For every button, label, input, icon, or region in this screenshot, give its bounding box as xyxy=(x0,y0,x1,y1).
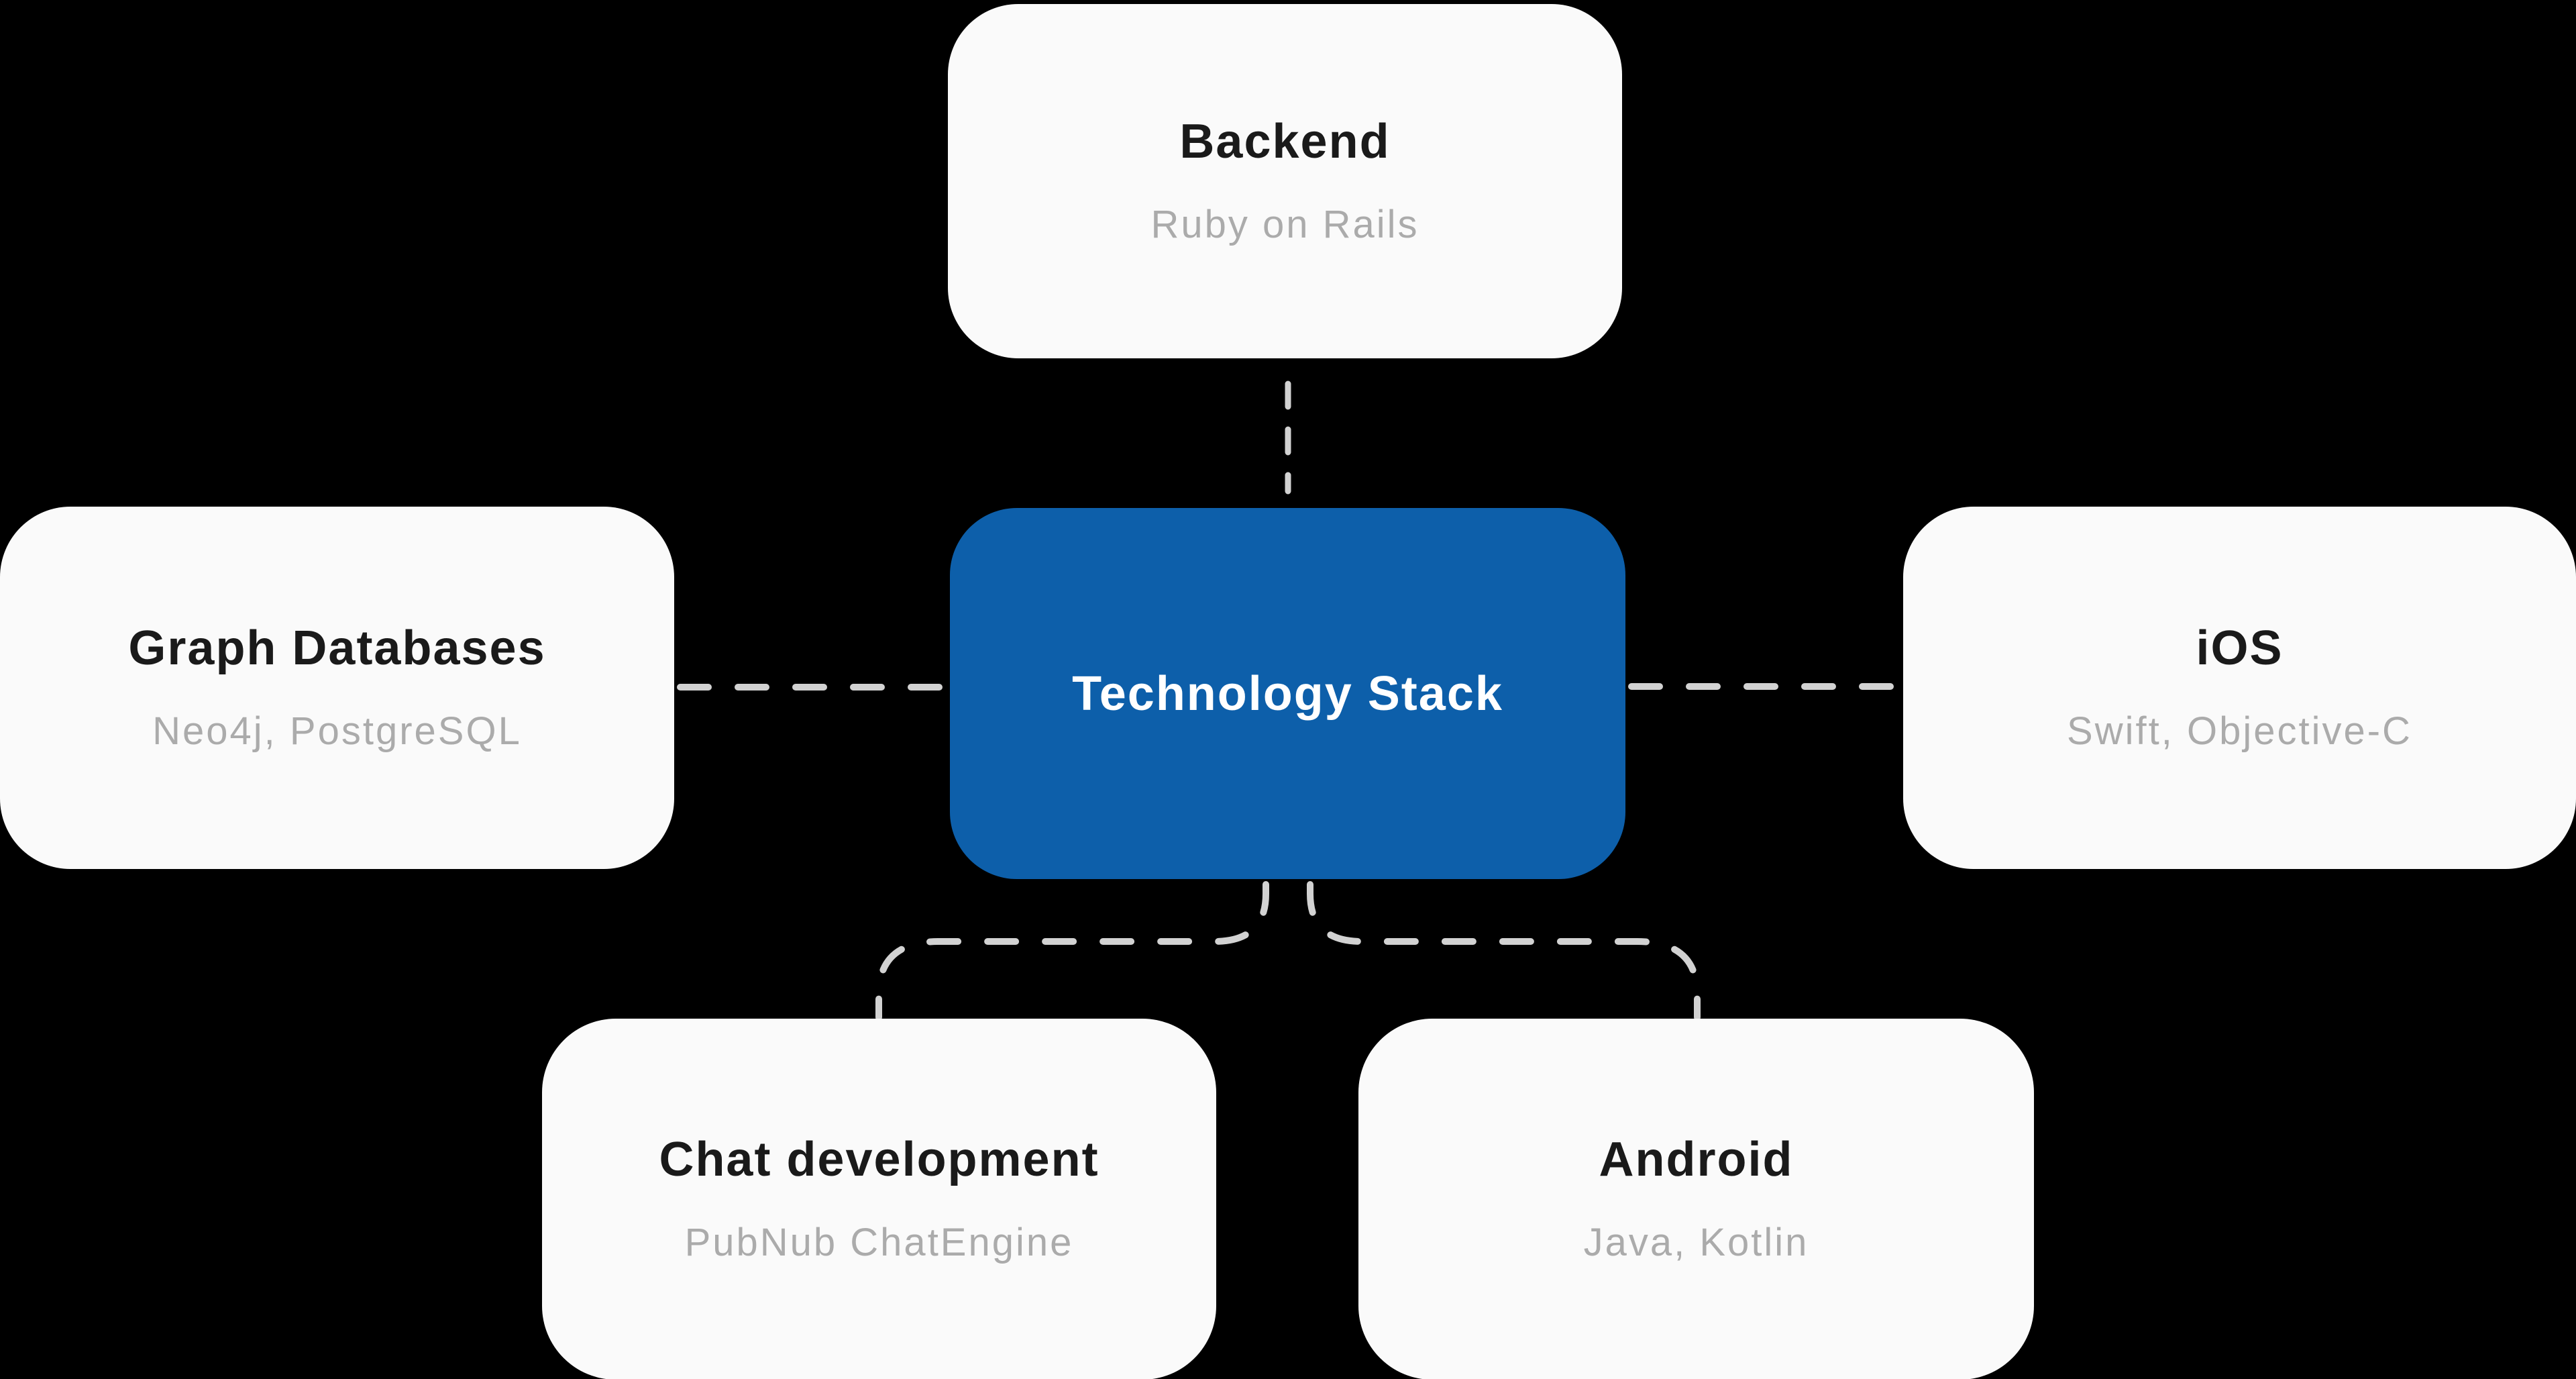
node-backend-subtitle: Ruby on Rails xyxy=(1150,203,1419,247)
connector-android-line xyxy=(1307,881,1701,1021)
node-graph-databases-title: Graph Databases xyxy=(128,621,546,675)
node-chat-development: Chat development PubNub ChatEngine xyxy=(542,1019,1216,1379)
node-backend-title: Backend xyxy=(1179,114,1391,168)
node-android-title: Android xyxy=(1599,1132,1794,1186)
node-chat-development-subtitle: PubNub ChatEngine xyxy=(684,1221,1074,1265)
node-android: Android Java, Kotlin xyxy=(1358,1019,2034,1379)
connector-chat-development-line xyxy=(875,881,1269,1021)
node-backend: Backend Ruby on Rails xyxy=(948,4,1622,358)
node-ios: iOS Swift, Objective-C xyxy=(1903,507,2576,869)
node-android-subtitle: Java, Kotlin xyxy=(1583,1221,1809,1265)
node-ios-title: iOS xyxy=(2196,621,2284,675)
node-ios-subtitle: Swift, Objective-C xyxy=(2067,709,2412,754)
node-graph-databases-subtitle: Neo4j, PostgreSQL xyxy=(152,709,522,754)
node-chat-development-title: Chat development xyxy=(659,1132,1099,1186)
center-node-label: Technology Stack xyxy=(1072,666,1503,721)
node-graph-databases: Graph Databases Neo4j, PostgreSQL xyxy=(0,507,674,869)
center-node: Technology Stack xyxy=(950,508,1625,879)
